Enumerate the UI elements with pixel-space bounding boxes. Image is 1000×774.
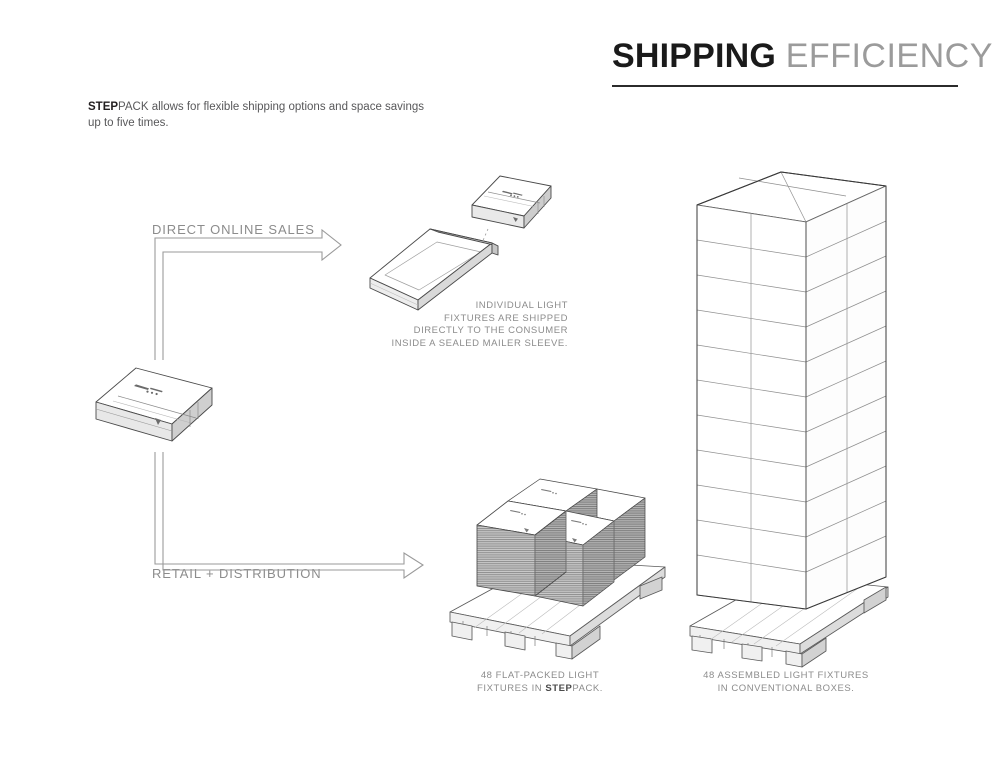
conventional-boxes-pallet	[689, 171, 889, 668]
steppack-logo-mark	[134, 384, 163, 396]
steppack-flat-box	[95, 367, 213, 442]
caption-flatpack-post: PACK.	[572, 682, 603, 694]
sealed-mailer-sleeve	[369, 228, 499, 311]
caption-mailer-sleeve: INDIVIDUAL LIGHT FIXTURES ARE SHIPPED DI…	[340, 300, 568, 350]
page-title-light: EFFICIENCY	[785, 37, 993, 75]
flatpack-logo-mark	[571, 520, 587, 526]
caption-conventional-line-2: IN CONVENTIONAL BOXES.	[717, 682, 855, 694]
flatpack-column-front-left	[476, 500, 567, 597]
flatpack-logo-mark	[510, 510, 526, 516]
page-title-strong: SHIPPING	[612, 37, 777, 75]
flat-packed-pallet	[449, 478, 666, 660]
caption-mailer-line-4: INSIDE A SEALED MAILER SLEEVE.	[391, 337, 568, 349]
conventional-layer-lines-left	[696, 239, 807, 573]
flatpack-seams	[534, 511, 615, 606]
intro-body: PACK allows for flexible shipping option…	[88, 101, 425, 129]
intro-paragraph: STEPPACK allows for flexible shipping op…	[88, 99, 428, 131]
caption-flatpack-pre: FIXTURES IN	[477, 682, 546, 694]
caption-flat-packed-pallet: 48 FLAT-PACKED LIGHT FIXTURES IN STEPPAC…	[440, 670, 640, 695]
caption-mailer-line-1: INDIVIDUAL LIGHT	[475, 300, 568, 311]
consumer-box-logo-mark	[502, 190, 523, 198]
page-title: SHIPPING EFFICIENCY	[612, 36, 992, 76]
caption-conventional-pallet: 48 ASSEMBLED LIGHT FIXTURES IN CONVENTIO…	[686, 670, 886, 695]
caption-flatpack-strong: STEP	[545, 682, 573, 694]
caption-mailer-line-3: DIRECTLY TO THE CONSUMER	[413, 325, 568, 337]
caption-flatpack-line-1: 48 FLAT-PACKED LIGHT	[480, 670, 600, 681]
consumer-light-fixture-box	[471, 175, 552, 229]
conventional-stack	[696, 171, 887, 610]
page-header: SHIPPING EFFICIENCY	[612, 36, 992, 76]
caption-conventional-line-1: 48 ASSEMBLED LIGHT FIXTURES	[703, 670, 869, 681]
caption-mailer-line-2: FIXTURES ARE SHIPPED	[444, 312, 568, 324]
title-divider	[612, 85, 958, 87]
conventional-layer-lines-right	[805, 220, 887, 573]
caption-flatpack-line-2: FIXTURES IN STEPPACK.	[440, 683, 640, 696]
intro-lead: STEP	[88, 101, 119, 113]
flatpack-logo-mark	[541, 489, 557, 495]
